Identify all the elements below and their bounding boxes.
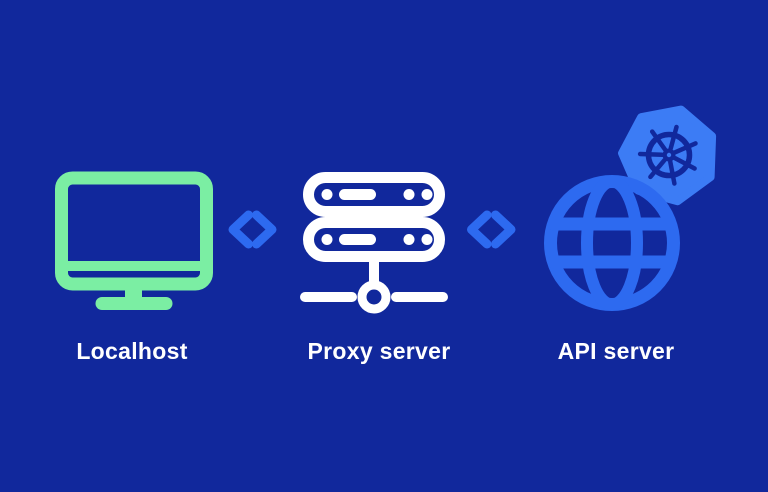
chevron-right-icon — [252, 210, 277, 249]
node-label-proxy-server: Proxy server — [307, 338, 451, 364]
server-stack-icon — [300, 172, 448, 314]
monitor-icon — [55, 171, 213, 310]
kubernetes-hub-dot — [666, 152, 672, 158]
connector-localhost-proxy — [228, 210, 277, 249]
node-label-localhost: Localhost — [76, 338, 188, 364]
chevron-right-icon — [491, 210, 516, 249]
monitor-stand-neck — [125, 288, 142, 299]
node-label-api-server: API server — [557, 338, 675, 364]
chevron-left-icon — [228, 210, 253, 249]
monitor-stand-base — [95, 297, 173, 310]
chevron-left-icon — [467, 210, 492, 249]
globe-icon — [544, 175, 680, 311]
connector-proxy-api — [467, 210, 516, 249]
